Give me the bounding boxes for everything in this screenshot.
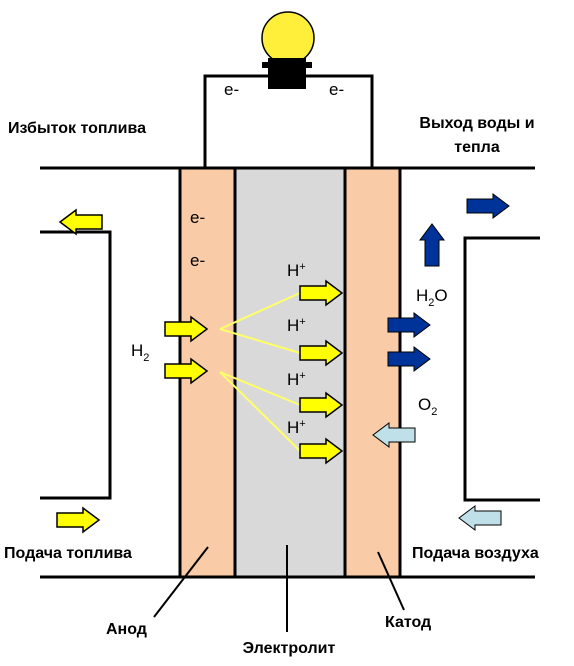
electron-anode-1: e- (190, 208, 205, 227)
electron-circuit-right: e- (329, 80, 344, 99)
electron-circuit-left: e- (224, 80, 239, 99)
o2-label: O2 (418, 395, 437, 418)
air-supply-arrow (458, 505, 502, 531)
cathode-layer (343, 166, 402, 579)
h-ion-label-1: H+ (287, 261, 306, 280)
anode-label: Анод (106, 621, 147, 638)
h-ion-label-2: H+ (287, 316, 306, 335)
fuel-channel-wall (40, 230, 112, 500)
air-channel-wall (463, 236, 540, 502)
fuel-supply-arrow (56, 507, 100, 533)
electrolyte-label: Электролит (243, 640, 336, 657)
fuel-supply-label: Подача топлива (4, 545, 132, 562)
h2o-label: H2O (416, 286, 448, 309)
h2-label: H2 (131, 341, 149, 364)
water-heat-out-label-2: тепла (454, 139, 500, 156)
anode-pointer (153, 546, 209, 618)
water-rise-arrow (419, 223, 445, 267)
ion-paths (219, 292, 301, 452)
light-bulb-icon (261, 11, 315, 89)
h-ion-label-3: H+ (287, 370, 306, 389)
excess-fuel-arrow (59, 209, 103, 235)
electron-anode-2: e- (190, 251, 205, 270)
water-outlet-arrow (466, 193, 510, 219)
cathode-label: Катод (385, 614, 431, 631)
h-ion-label-4: H+ (287, 418, 306, 437)
air-supply-label: Подача воздуха (412, 545, 539, 562)
cathode-pointer (377, 551, 405, 611)
excess-fuel-label: Избыток топлива (8, 120, 146, 137)
water-heat-out-label-1: Выход воды и (419, 115, 534, 132)
